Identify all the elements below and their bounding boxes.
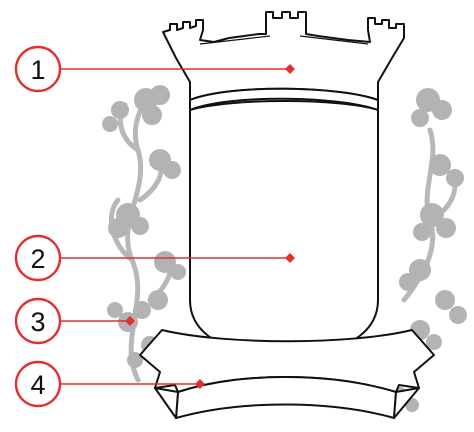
callout-3-number: 3 (30, 307, 45, 337)
callout-4-number: 4 (30, 370, 45, 400)
shield (189, 100, 379, 371)
callout-4-marker (195, 379, 205, 389)
callout-2-number: 2 (30, 244, 45, 274)
callout-4-circle (14, 360, 62, 408)
callout-2: 2 (14, 234, 295, 282)
callout-2-circle (14, 234, 62, 282)
crown (162, 11, 405, 111)
callout-1: 1 (14, 45, 295, 93)
callout-1-number: 1 (30, 55, 45, 85)
callout-2-marker (285, 253, 295, 263)
callout-3: 3 (14, 297, 135, 345)
callout-1-marker (285, 64, 295, 74)
ribbon (139, 329, 435, 419)
callout-3-marker (125, 316, 135, 326)
callout-3-circle (14, 297, 62, 345)
callout-4: 4 (14, 360, 205, 408)
callout-1-circle (14, 45, 62, 93)
